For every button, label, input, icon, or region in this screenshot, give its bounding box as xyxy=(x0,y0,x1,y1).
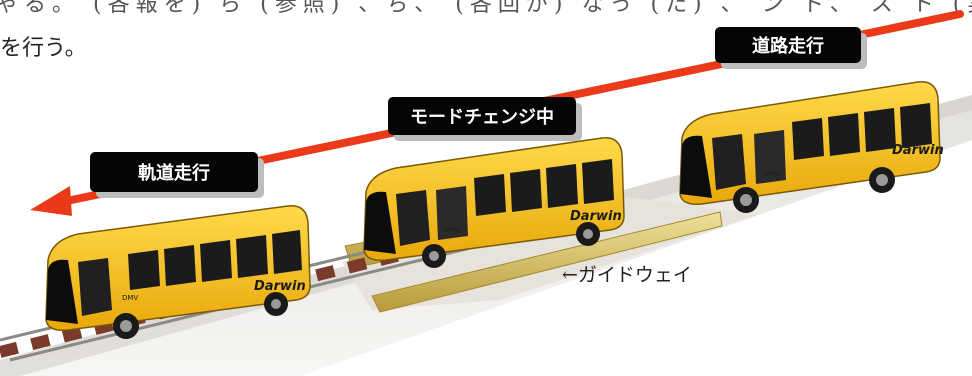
intro-text-line-2: を行う。 xyxy=(0,36,87,61)
rail-sleeper xyxy=(315,265,336,282)
bus-rail-mode: Darwin DMV xyxy=(45,205,311,339)
rail-sleeper xyxy=(30,334,51,351)
bus-road-mode: Darwin DMV xyxy=(679,81,944,213)
mode-label-road: 道路走行 xyxy=(715,27,861,63)
mode-label-mode-change: モードチェンジ中 xyxy=(388,97,576,135)
bus-brand-text: Darwin xyxy=(570,209,622,224)
mode-label-rail: 軌道走行 xyxy=(90,152,258,192)
guideway-label: ←ガイドウェイ xyxy=(562,264,692,286)
bus-badge-text: DMV xyxy=(444,226,460,234)
intro-text-line-1: ゃる。 (各報を) ら (参照) 、ち、 (各回が) なっ (た) 、 ン ド、… xyxy=(0,0,972,17)
bus-mode-change: Darwin DMV xyxy=(363,137,625,268)
bus-badge-text: DMV xyxy=(122,294,138,302)
bus-brand-text: Darwin xyxy=(254,279,306,294)
rail-sleeper xyxy=(0,341,19,358)
bus-brand-text: Darwin xyxy=(892,143,944,158)
bus-badge-text: DMV xyxy=(764,170,780,178)
rail-sleeper xyxy=(346,257,368,274)
